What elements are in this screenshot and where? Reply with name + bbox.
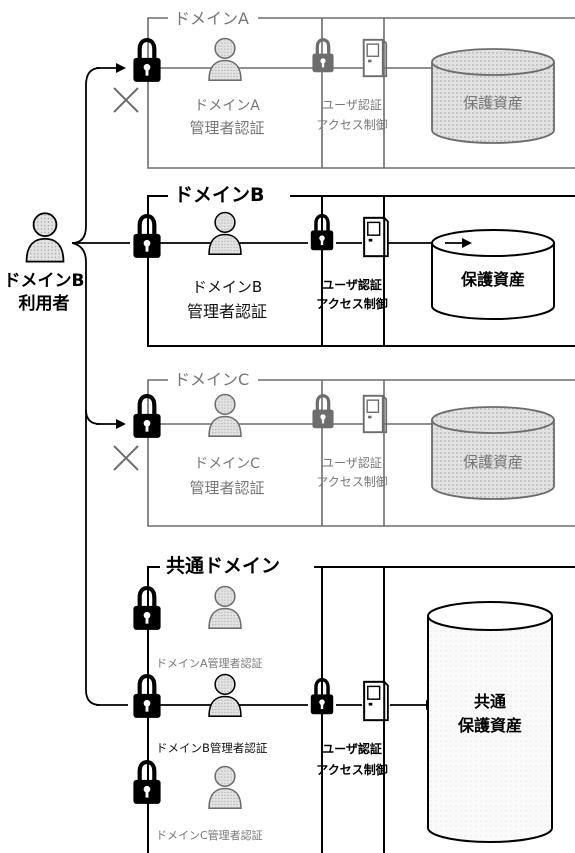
- domain-a-user-lock-icon: [310, 38, 336, 74]
- domain-a-admin-label-2: 管理者認証: [189, 119, 265, 137]
- domain-a-frame: [147, 17, 575, 169]
- domain-a-lock-icon: [133, 40, 160, 82]
- domain-c-asset-cylinder: [431, 406, 555, 500]
- domain-c-admin-label-2: 管理者認証: [189, 479, 265, 497]
- common-admin-b-icon: [208, 673, 242, 718]
- domain-b-door-icon: [363, 216, 389, 258]
- domain-c-user-lock-icon: [310, 394, 336, 430]
- domain-c-lock-icon: [133, 396, 160, 438]
- domain-b-admin-label-2: 管理者認証: [186, 302, 267, 321]
- common-door-icon: [363, 680, 389, 722]
- connector-lines: [71, 67, 130, 706]
- domain-a-deny-x-icon: [113, 87, 139, 113]
- domain-c-auth-label-1: ユーザ認証: [322, 456, 382, 470]
- domain-b-asset-cylinder: [431, 229, 555, 320]
- domain-b-title: ドメインB: [174, 184, 265, 206]
- domain-c-admin-label-1: ドメインC: [194, 456, 260, 472]
- domain-b-admin-label-1: ドメインB: [191, 278, 263, 296]
- domain-a-asset-label: 保護資産: [462, 94, 523, 112]
- common-asset-label-1: 共通: [473, 692, 506, 711]
- domain-c-deny-x-icon: [113, 445, 139, 471]
- domain-c-frame: [147, 379, 575, 527]
- domain-a-asset-cylinder: [431, 48, 555, 144]
- domain-c-title: ドメインC: [174, 370, 250, 389]
- domain-a-auth-label-1: ユーザ認証: [322, 98, 382, 112]
- common-admin-a-icon: [208, 585, 242, 630]
- domain-a-admin-icon: [208, 37, 242, 82]
- domain-a-auth-label-2: アクセス制御: [316, 118, 388, 132]
- common-admin-b-label: ドメインB管理者認証: [156, 741, 268, 755]
- domain-b-asset-label: 保護資産: [460, 270, 525, 289]
- common-admin-c-label: ドメインC管理者認証: [156, 829, 263, 842]
- domain-a-title: ドメインA: [174, 9, 249, 28]
- common-asset-cylinder: [427, 601, 553, 843]
- user-label-line1: ドメインB: [3, 271, 85, 291]
- user-person-icon: [25, 212, 65, 263]
- domain-c-asset-label: 保護資産: [462, 453, 523, 471]
- domain-a-admin-label-1: ドメインA: [194, 98, 260, 114]
- common-auth-label-1: ユーザ認証: [322, 742, 382, 756]
- common-title: 共通ドメイン: [166, 555, 281, 577]
- common-admin-a-label: ドメインA管理者認証: [156, 657, 263, 670]
- user-label-line2: 利用者: [18, 294, 70, 314]
- domain-c-auth-label-2: アクセス制御: [316, 475, 388, 489]
- domain-c-door-icon: [362, 394, 388, 434]
- common-asset-label-2: 保護資産: [457, 716, 522, 735]
- domain-b-auth-label-1: ユーザ認証: [322, 278, 382, 292]
- domain-b-admin-icon: [208, 211, 242, 256]
- common-admin-c-icon: [208, 765, 242, 810]
- common-auth-label-2: アクセス制御: [316, 763, 388, 777]
- domain-a-door-icon: [362, 38, 388, 78]
- domain-c-admin-icon: [208, 393, 242, 438]
- domain-b-auth-label-2: アクセス制御: [316, 297, 388, 311]
